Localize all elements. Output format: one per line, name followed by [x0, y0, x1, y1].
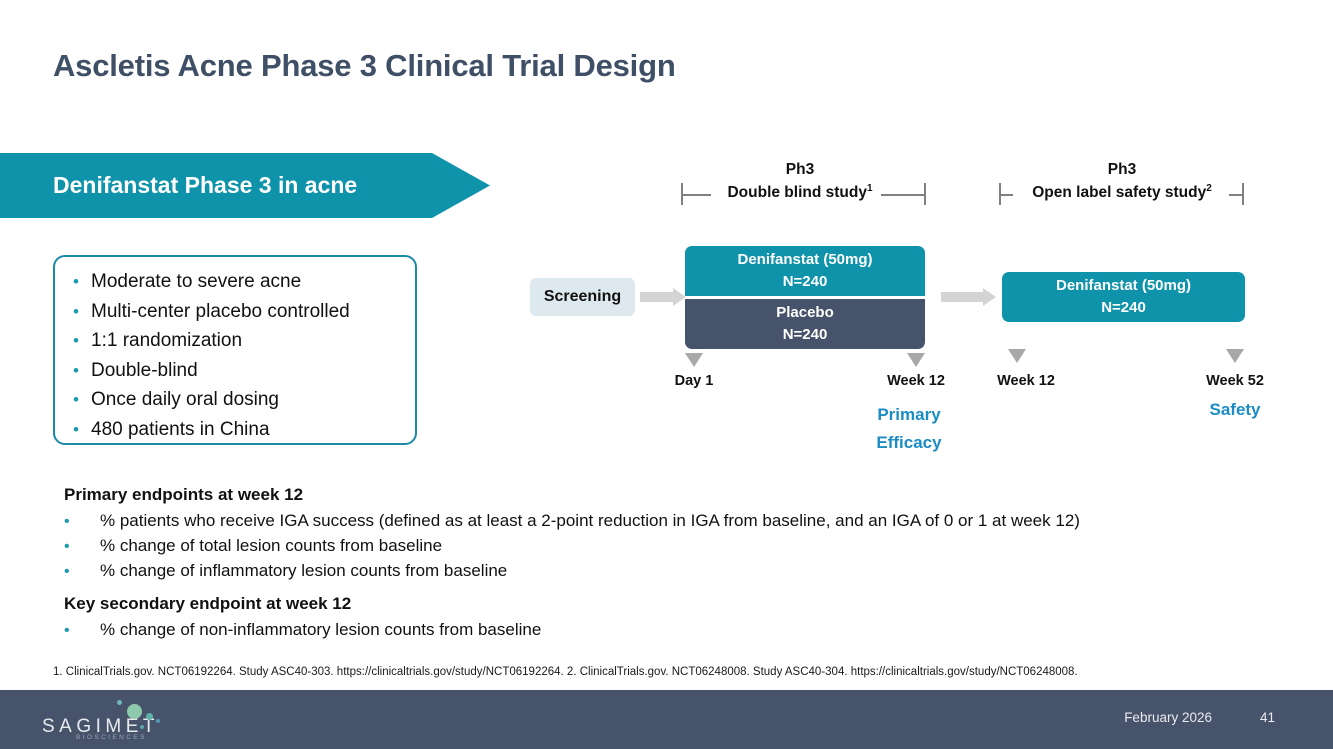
list-item-label: Double-blind [91, 359, 198, 381]
primary-endpoints-heading: Primary endpoints at week 12 [64, 485, 304, 504]
section-banner: Denifanstat Phase 3 in acne [0, 153, 490, 218]
sagimet-logo: SAGIMET BIOSCIENCES [42, 700, 202, 742]
list-item-label: Multi-center placebo controlled [91, 300, 350, 322]
arrow-shaft [640, 292, 673, 302]
bullet-icon: • [73, 301, 79, 321]
endpoints-section: Primary endpoints at week 12 • % patient… [64, 485, 1314, 645]
timepoint-label-week12-open-label: Week 12 [997, 373, 1055, 389]
bullet-icon: • [64, 622, 70, 639]
list-item-label: 1:1 randomization [91, 330, 243, 351]
list-item: • Moderate to severe acne [55, 271, 415, 301]
list-item: • 480 patients in China [55, 419, 415, 449]
screening-label: Screening [543, 288, 622, 305]
footnote-marker: 1 [866, 183, 873, 194]
phase-header-line1: Ph3 [1107, 161, 1137, 178]
timepoint-marker-week12-blinded [907, 353, 925, 367]
logo-tagline: BIOSCIENCES [76, 734, 147, 741]
bracket-bar-right [1229, 194, 1243, 196]
screening-box: Screening [530, 278, 635, 316]
logo-dot-large [127, 704, 142, 719]
arrow-head [983, 288, 996, 306]
bracket-bar-right [881, 194, 926, 196]
flow-arrow-arms-to-open-label [941, 288, 997, 306]
timepoint-note-safety: Safety [1209, 400, 1261, 419]
arm-box-denifanstat-blinded: Denifanstat (50mg) N=240 [685, 246, 925, 296]
arm-box-placebo: Placebo N=240 [685, 299, 925, 349]
list-item: • 1:1 randomization [55, 330, 415, 360]
footer-date: February 2026 [1124, 710, 1212, 725]
logo-wordmark: SAGIMET [42, 716, 160, 737]
footer-page-number: 41 [1259, 710, 1275, 725]
bullet-icon: • [64, 563, 70, 580]
list-item: • Once daily oral dosing [55, 389, 415, 419]
primary-efficacy-line2: Efficacy [876, 433, 942, 453]
phase-bracket-open-label [999, 183, 1244, 205]
flow-arrow-screening-to-arms [640, 288, 686, 306]
arrow-head [673, 288, 686, 306]
arm-n: N=240 [782, 326, 828, 343]
timepoint-label-week12-blinded: Week 12 [887, 373, 945, 389]
list-item: • % change of non-inflammatory lesion co… [64, 620, 1314, 640]
page-title: Ascletis Acne Phase 3 Clinical Trial Des… [53, 48, 676, 83]
phase-header-line1: Ph3 [785, 161, 815, 178]
timepoint-marker-day1 [685, 353, 703, 367]
list-item: • % change of total lesion counts from b… [64, 536, 1314, 556]
trial-design-card: • Moderate to severe acne • Multi-center… [53, 255, 417, 445]
bracket-cap-right [924, 183, 926, 205]
arm-n: N=240 [782, 273, 828, 290]
footnote-marker: 2 [1206, 183, 1212, 194]
secondary-endpoints-heading: Key secondary endpoint at week 12 [64, 594, 352, 613]
phase-header-double-blind: Ph3 Double blind study1 [678, 161, 922, 202]
bullet-icon: • [64, 513, 70, 530]
arm-box-denifanstat-open-label: Denifanstat (50mg) N=240 [1002, 272, 1245, 322]
section-banner-label: Denifanstat Phase 3 in acne [53, 172, 358, 198]
logo-dot-right-mid [146, 713, 153, 720]
list-item: • Double-blind [55, 360, 415, 390]
timepoint-marker-week52 [1226, 349, 1244, 363]
primary-efficacy-line1: Primary [877, 405, 941, 424]
footnote-references: 1. ClinicalTrials.gov. NCT06192264. Stud… [53, 666, 1078, 678]
trial-schema-diagram: Ph3 Double blind study1 Ph3 Open label s… [530, 161, 1264, 457]
bullet-icon: • [73, 272, 79, 291]
phase-header-open-label: Ph3 Open label safety study2 [996, 161, 1248, 202]
arm-name: Denifanstat (50mg) [1055, 276, 1192, 294]
bullet-icon: • [73, 419, 79, 439]
bullet-icon: • [73, 331, 79, 350]
list-item-label: % change of inflammatory lesion counts f… [100, 561, 508, 580]
timepoint-label-day1: Day 1 [674, 373, 714, 389]
list-item-label: 480 patients in China [91, 418, 270, 440]
list-item: • % patients who receive IGA success (de… [64, 511, 1314, 531]
bracket-cap-right [1242, 183, 1244, 205]
logo-dot-small-top [117, 700, 122, 705]
list-item: • Multi-center placebo controlled [55, 301, 415, 331]
timepoint-note-primary-efficacy: Primary Efficacy [859, 401, 959, 457]
timepoint-marker-week12-open-label [1008, 349, 1026, 363]
arm-n: N=240 [1101, 299, 1146, 316]
bullet-icon: • [73, 390, 79, 409]
phase-bracket-double-blind [681, 183, 926, 205]
footer-bar: SAGIMET BIOSCIENCES February 2026 41 [0, 690, 1333, 749]
list-item-label: % change of total lesion counts from bas… [100, 536, 443, 555]
logo-dot-lower [140, 725, 144, 729]
list-item-label: Once daily oral dosing [91, 389, 279, 410]
bullet-icon: • [73, 360, 79, 380]
list-item: • % change of inflammatory lesion counts… [64, 561, 1314, 581]
list-item-label: Moderate to severe acne [91, 271, 302, 292]
list-item-label: % patients who receive IGA success (defi… [100, 511, 1080, 530]
bullet-icon: • [64, 538, 70, 555]
arm-name: Placebo [776, 303, 834, 321]
timepoint-label-week52: Week 52 [1206, 373, 1264, 389]
logo-dot-right-small [156, 719, 160, 723]
bracket-bar-left [681, 194, 711, 196]
arm-name: Denifanstat (50mg) [737, 250, 873, 268]
bracket-bar-left [999, 194, 1013, 196]
spacer [64, 586, 1314, 594]
phase-header-line2: Open label safety study2 [1032, 183, 1212, 202]
phase-header-line2: Double blind study1 [727, 183, 873, 202]
arrow-shaft [941, 292, 983, 302]
list-item-label: % change of non-inflammatory lesion coun… [100, 620, 542, 639]
